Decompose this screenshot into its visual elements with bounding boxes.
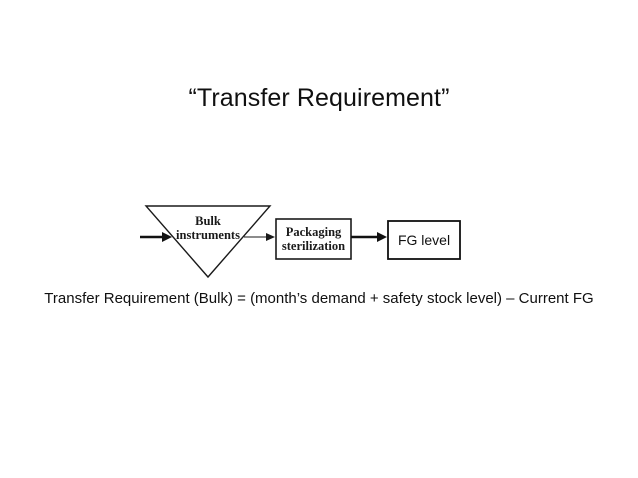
bulk-instruments-label-line1: Bulk (195, 214, 221, 228)
packaging-label-line2: sterilization (282, 239, 345, 253)
bulk-to-packaging-arrowhead (266, 233, 275, 241)
transfer-requirement-formula: Transfer Requirement (Bulk) = (month’s d… (44, 290, 594, 307)
page-title: “Transfer Requirement” (188, 84, 450, 112)
connector-bulk-to-packaging (244, 233, 275, 241)
input-arrow (140, 232, 172, 242)
input-arrow-head (162, 232, 172, 242)
connector-packaging-to-fg (351, 232, 387, 242)
bulk-instruments-label-line2: instruments (176, 228, 240, 242)
packaging-box-shape (275, 218, 352, 260)
packaging-to-fg-arrowhead (377, 232, 387, 242)
node-fg-level (387, 220, 461, 260)
process-flow-diagram: Bulk instruments Packaging sterilization (120, 188, 480, 292)
node-bulk-instruments: Bulk instruments (144, 205, 272, 279)
fg-level-box-shape (387, 220, 461, 260)
node-packaging-sterilization: Packaging sterilization (275, 218, 352, 260)
packaging-label-line1: Packaging (286, 225, 342, 239)
inverted-triangle-shape (144, 205, 272, 279)
